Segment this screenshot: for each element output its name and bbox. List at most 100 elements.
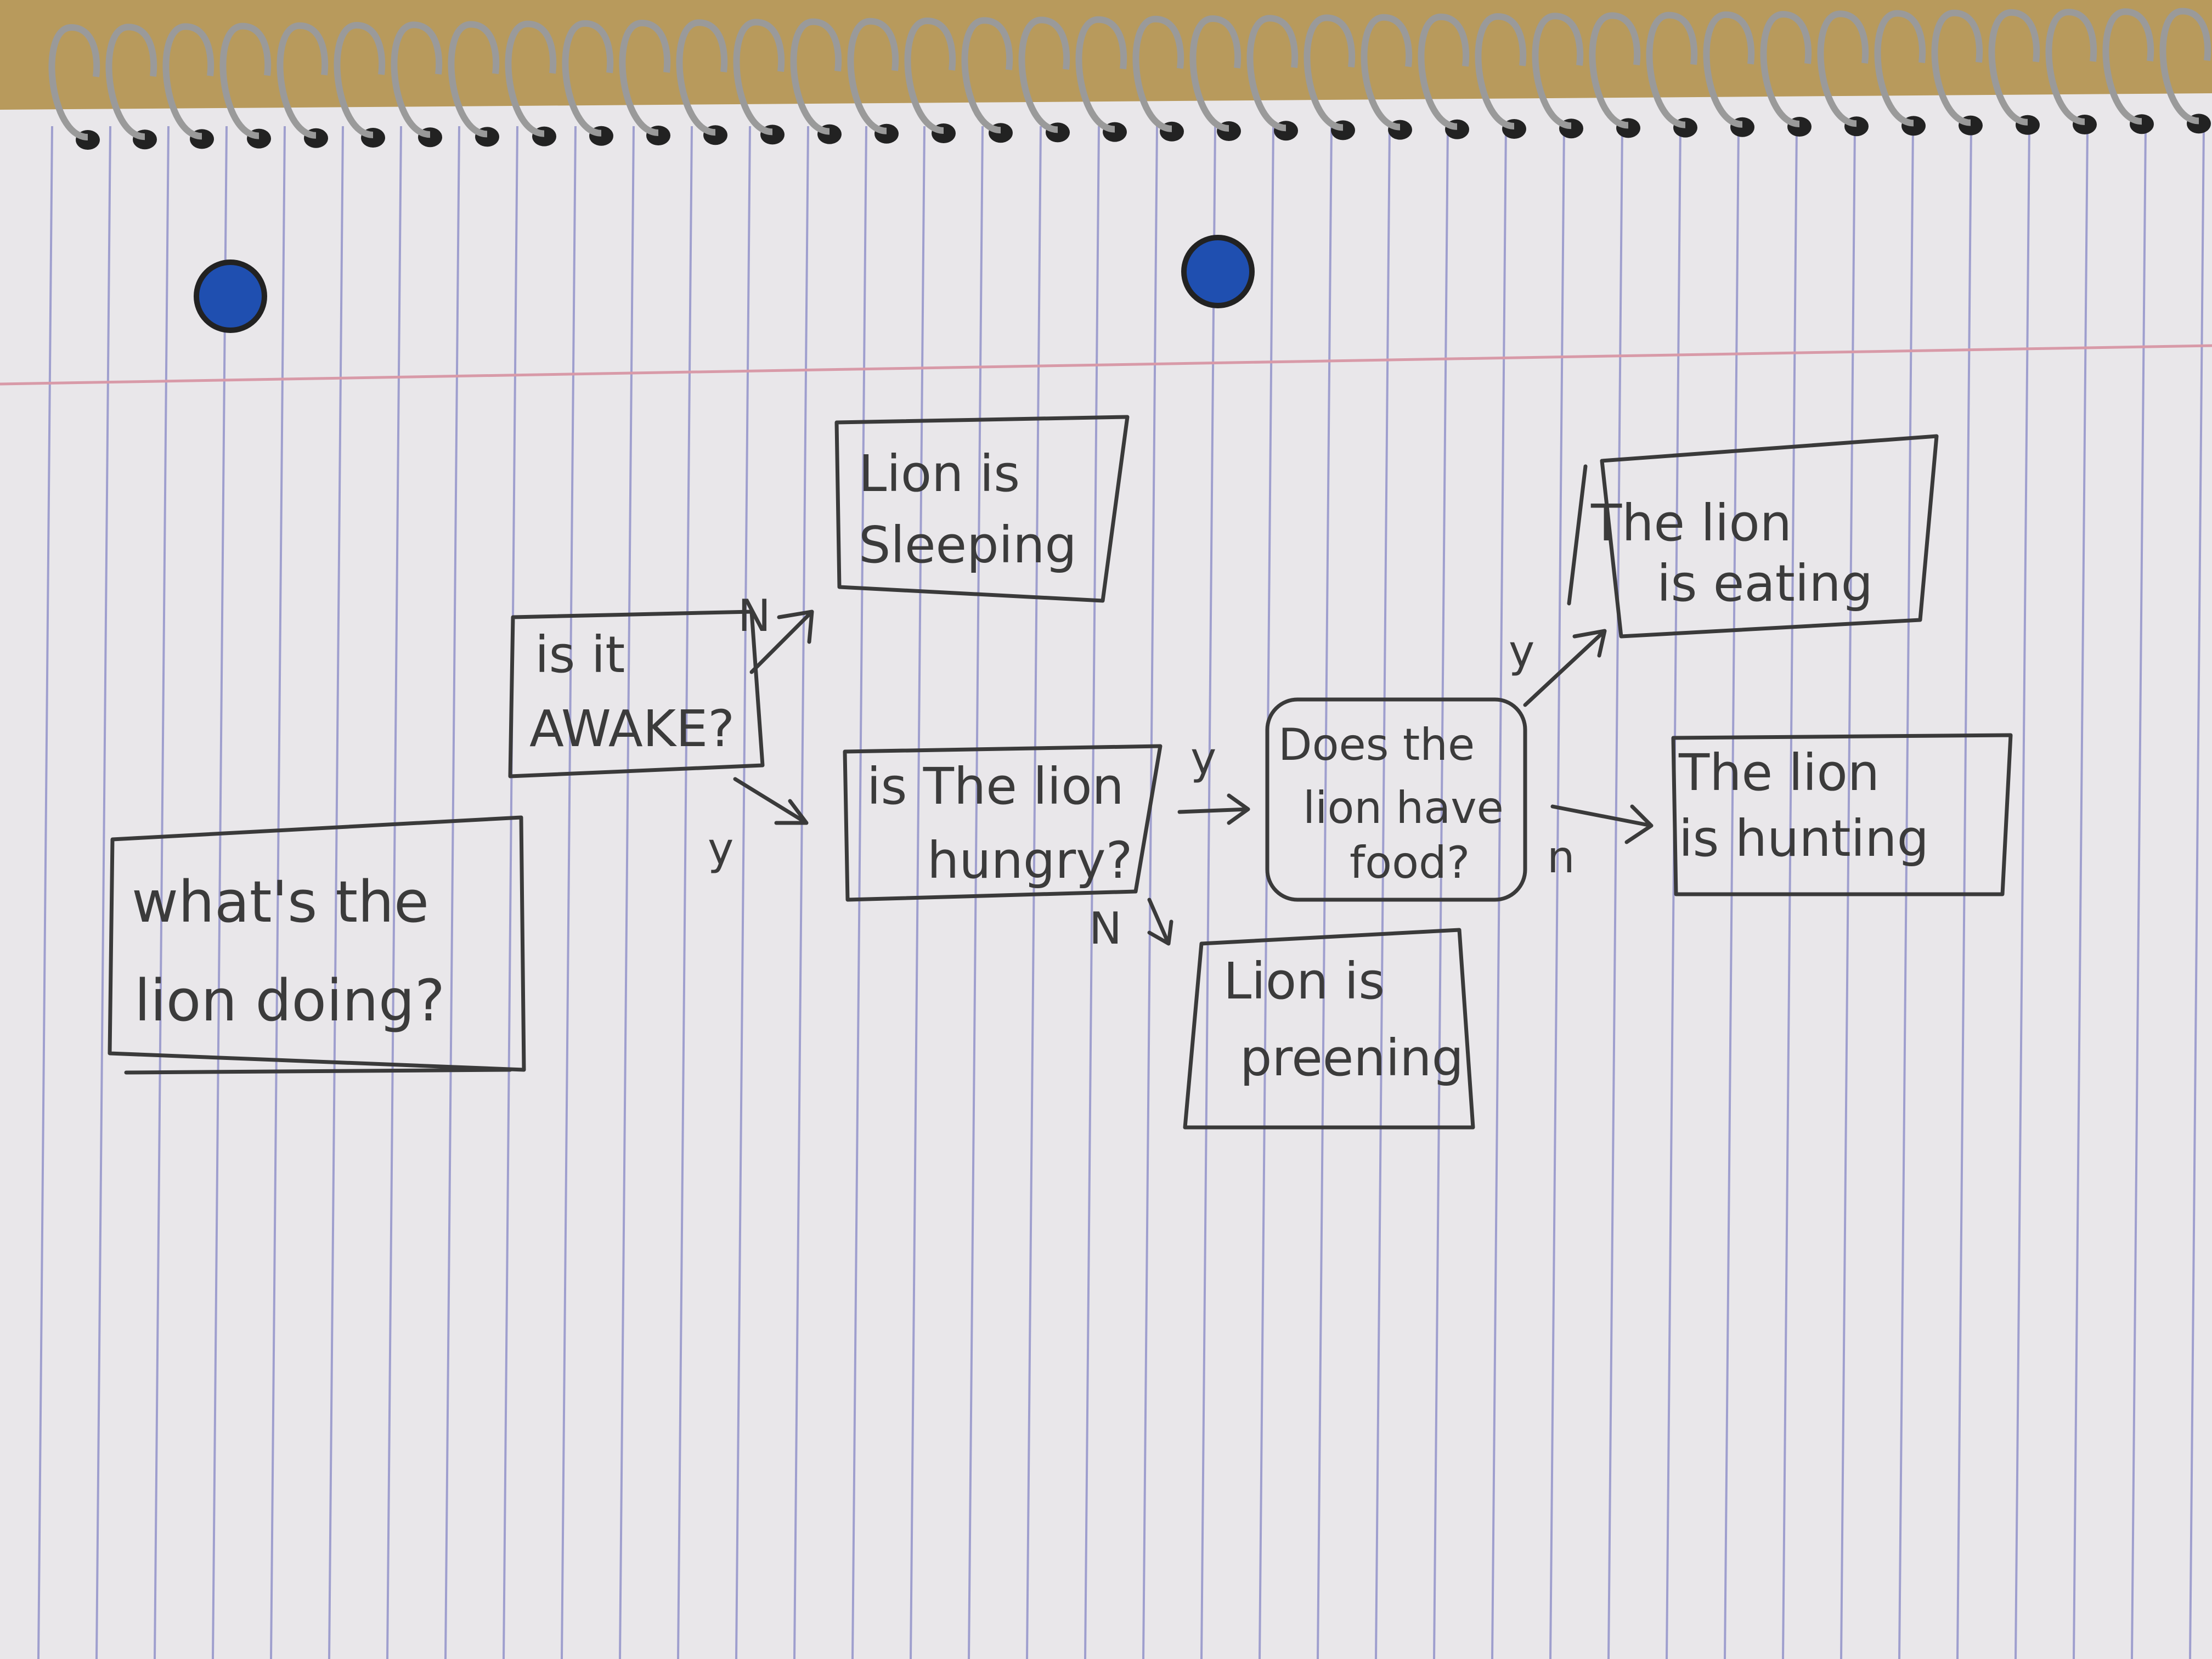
rule-line — [910, 126, 926, 1659]
node-sleeping-line2: Sleeping — [859, 516, 1077, 574]
node-start-line2: lion doing? — [134, 967, 445, 1034]
rule-line — [1375, 126, 1391, 1659]
rule-line — [1200, 126, 1216, 1659]
node-preening: Lion is preening — [1183, 928, 1475, 1130]
rule-line — [968, 126, 984, 1659]
rule-line — [270, 126, 286, 1659]
spiral-coil — [562, 20, 614, 137]
spiral-coil — [1874, 10, 1926, 127]
spiral-coil — [1075, 16, 1127, 133]
spiral-coil — [1189, 15, 1242, 132]
spiral-coil — [2045, 8, 2097, 125]
spiral-coil — [1304, 14, 1356, 131]
node-hungry: is The lion hungry? — [843, 744, 1163, 902]
spiral-coil — [961, 17, 1013, 134]
node-eating-line1: The lion — [1590, 494, 1792, 552]
rule-line — [212, 126, 228, 1659]
node-preening-line1: Lion is — [1223, 952, 1385, 1011]
spiral-coil — [733, 19, 785, 136]
edge-label-awake-yes: y — [708, 823, 733, 874]
spiral-coil — [1931, 9, 1983, 126]
spiral-coil — [2102, 8, 2154, 125]
spiral-coil — [904, 17, 956, 134]
spiral-coil — [1361, 14, 1413, 131]
spiral-coil — [619, 19, 671, 136]
spiral-coil — [105, 24, 157, 140]
node-sleeping: Lion is Sleeping — [834, 415, 1130, 603]
node-awake-line1: is it — [535, 625, 625, 684]
margin-line — [0, 344, 2212, 386]
edge-label-hungry-no: N — [1089, 903, 1122, 954]
node-eating-line2: is eating — [1657, 554, 1873, 613]
punch-hole-left — [194, 259, 267, 333]
spiral-coil — [1018, 16, 1070, 133]
spiral-coil — [219, 22, 272, 139]
edges: N y y N y n — [708, 590, 1654, 954]
rule-line — [1433, 126, 1449, 1659]
edge-label-food-no: n — [1547, 832, 1575, 883]
node-food: Does the lion have food? — [1265, 697, 1527, 902]
rule-line — [1259, 126, 1274, 1659]
rule-line — [1317, 126, 1333, 1659]
node-food-line2: lion have — [1303, 782, 1504, 833]
rule-line — [1666, 126, 1681, 1659]
node-hunting-line2: is hunting — [1679, 809, 1929, 868]
spiral-coil — [1475, 13, 1527, 129]
rule-line — [2131, 126, 2147, 1659]
rule-line — [2015, 126, 2030, 1659]
edge-hungry-preening — [1147, 898, 1173, 946]
node-eating: The lion is eating — [1567, 434, 1939, 639]
rule-line — [1607, 126, 1623, 1659]
spiral-coil — [847, 18, 899, 134]
ruled-lines — [37, 126, 2205, 1659]
rule-line — [386, 126, 402, 1659]
rule-line — [1491, 126, 1507, 1659]
node-food-line3: food? — [1350, 837, 1470, 888]
edge-awake-sleeping — [749, 610, 814, 674]
rule-line — [735, 126, 751, 1659]
rule-line — [677, 126, 693, 1659]
node-awake-line2: AWAKE? — [529, 699, 735, 758]
spiral-coil — [1760, 10, 1812, 127]
edge-food-eating — [1523, 629, 1607, 707]
spiral-coil — [1703, 11, 1755, 128]
spiral-coil — [1532, 13, 1584, 129]
spiral-coil — [505, 20, 557, 137]
node-hunting: The lion is hunting — [1671, 733, 2013, 896]
rule-line — [793, 126, 809, 1659]
spiral-coil — [790, 18, 842, 135]
node-hungry-line2: hungry? — [927, 831, 1132, 890]
rule-line — [561, 126, 577, 1659]
node-sleeping-line1: Lion is — [859, 444, 1020, 503]
spiral-coil — [334, 21, 386, 138]
rule-line — [1142, 126, 1158, 1659]
spiral-coil — [1418, 13, 1470, 130]
rule-line — [444, 126, 460, 1659]
punch-hole-middle — [1181, 235, 1255, 308]
spiral-coil — [162, 23, 215, 140]
node-awake: is it AWAKE? — [508, 610, 765, 778]
spiral-coil — [1589, 12, 1641, 129]
rule-line — [1549, 126, 1565, 1659]
spiral-coil — [1246, 15, 1299, 132]
spiral-coil — [448, 21, 500, 138]
spiral-binding — [48, 8, 2211, 150]
node-preening-line2: preening — [1240, 1029, 1464, 1087]
spiral-coil — [676, 19, 728, 136]
rule-line — [328, 126, 344, 1659]
edge-label-food-yes: y — [1509, 626, 1534, 677]
node-start: what's the lion doing? — [108, 815, 526, 1075]
rule-line — [2189, 126, 2205, 1659]
edge-food-hunting — [1550, 804, 1654, 844]
spiral-coil — [276, 22, 329, 139]
rule-line — [2073, 126, 2089, 1659]
rule-line — [503, 126, 518, 1659]
node-start-line1: what's the — [132, 868, 429, 935]
rule-line — [37, 126, 53, 1659]
spiral-coil — [48, 24, 100, 140]
rule-line — [619, 126, 635, 1659]
node-food-line1: Does the — [1278, 719, 1475, 770]
notebook-paper — [0, 93, 2212, 1659]
edge-hungry-food — [1177, 793, 1250, 825]
